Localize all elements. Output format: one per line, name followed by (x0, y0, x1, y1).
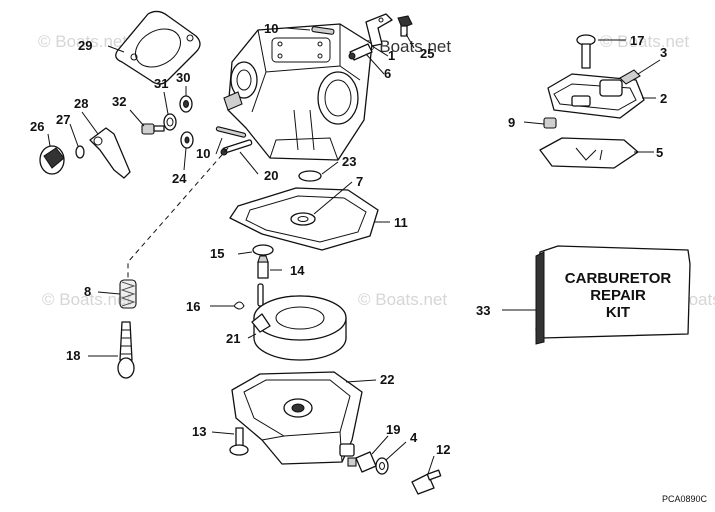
callout-23: 23 (342, 154, 356, 169)
callout-31: 31 (154, 76, 168, 91)
leader-lines (47, 27, 661, 475)
callout-15: 15 (210, 246, 224, 261)
stud-part (348, 43, 373, 61)
callout-8: 8 (84, 284, 91, 299)
drain-screw-part (411, 469, 442, 495)
callout-27: 27 (56, 112, 70, 127)
callout-5: 5 (656, 145, 663, 160)
choke-knob-part (39, 145, 65, 175)
callout-20: 20 (264, 168, 278, 183)
callout-26: 26 (30, 119, 44, 134)
inlet-needle-part (257, 255, 269, 279)
lever-screw-part (141, 123, 165, 135)
float-clip-part (233, 301, 245, 310)
spring-washer-part (180, 131, 194, 149)
callout-28: 28 (74, 96, 88, 111)
kit-label-line-1: CARBURETOR (565, 270, 672, 287)
float-part (251, 295, 347, 361)
callout-30: 30 (176, 70, 190, 85)
bowl-screw-part (229, 427, 249, 456)
cover-screw-part (576, 34, 596, 69)
callout-33: 33 (476, 303, 490, 318)
kit-label-line-3: KIT (606, 304, 630, 321)
lever-pin-part (215, 126, 247, 138)
callout-24: 24 (172, 171, 187, 186)
callout-25: 25 (420, 46, 434, 61)
needle-gasket-part (252, 244, 274, 256)
callout-19: 19 (386, 422, 400, 437)
bracket-screw-part (397, 15, 413, 37)
watermark-top-center: © Boats.net (362, 37, 451, 56)
callout-4: 4 (410, 430, 418, 445)
callout-6: 6 (384, 66, 391, 81)
choke-lever-part (89, 127, 131, 179)
drawing-code: PCA0890C (662, 494, 708, 504)
callout-32: 32 (112, 94, 126, 109)
nut-part (163, 113, 177, 131)
callout-10-top: 10 (264, 21, 278, 36)
watermark-mid-left: © Boats.net (42, 290, 131, 309)
pin-part-top (311, 26, 335, 35)
carburetor-repair-kit-box: CARBURETOR REPAIR KIT (535, 245, 691, 345)
float-bowl-part (231, 371, 363, 465)
idle-screw-part (220, 139, 253, 156)
check-valve-part (543, 117, 557, 129)
kit-label-line-2: REPAIR (590, 287, 646, 304)
drain-gasket-part (375, 457, 389, 475)
idle-spring-part (119, 279, 137, 309)
callout-7: 7 (356, 174, 363, 189)
callout-18: 18 (66, 348, 80, 363)
callout-29: 29 (78, 38, 92, 53)
watermark-top-right: © Boats.net (600, 32, 689, 51)
roll-pin-part (75, 145, 85, 159)
callout-3: 3 (660, 45, 667, 60)
callout-17: 17 (630, 33, 644, 48)
watermark-top-left: © Boats.net (38, 32, 127, 51)
callout-13: 13 (192, 424, 206, 439)
carburetor-body-part (223, 23, 373, 161)
flange-gasket-part (115, 10, 201, 85)
fuel-pump-cover-part (547, 69, 645, 119)
assembly-dashed-line (127, 147, 229, 280)
callout-12: 12 (436, 442, 450, 457)
callout-10-mid: 10 (196, 146, 210, 161)
callout-1: 1 (388, 48, 395, 63)
callout-16: 16 (186, 299, 200, 314)
callout-21: 21 (226, 331, 240, 346)
o-ring-part (298, 170, 322, 182)
float-pin-part (257, 283, 264, 307)
callout-9: 9 (508, 115, 515, 130)
callout-2: 2 (660, 91, 667, 106)
callout-11: 11 (394, 215, 408, 230)
callout-14: 14 (290, 263, 305, 278)
callout-labels: 29 10 1 6 25 17 3 2 9 5 30 31 32 28 27 2… (30, 21, 667, 457)
pump-diaphragm-part (539, 137, 639, 169)
mixture-screw-part (117, 321, 135, 379)
lock-washer-part (179, 95, 193, 113)
watermark-mid-center: © Boats.net (358, 290, 447, 309)
needle-seat-gasket-part (290, 212, 316, 226)
callout-22: 22 (380, 372, 394, 387)
